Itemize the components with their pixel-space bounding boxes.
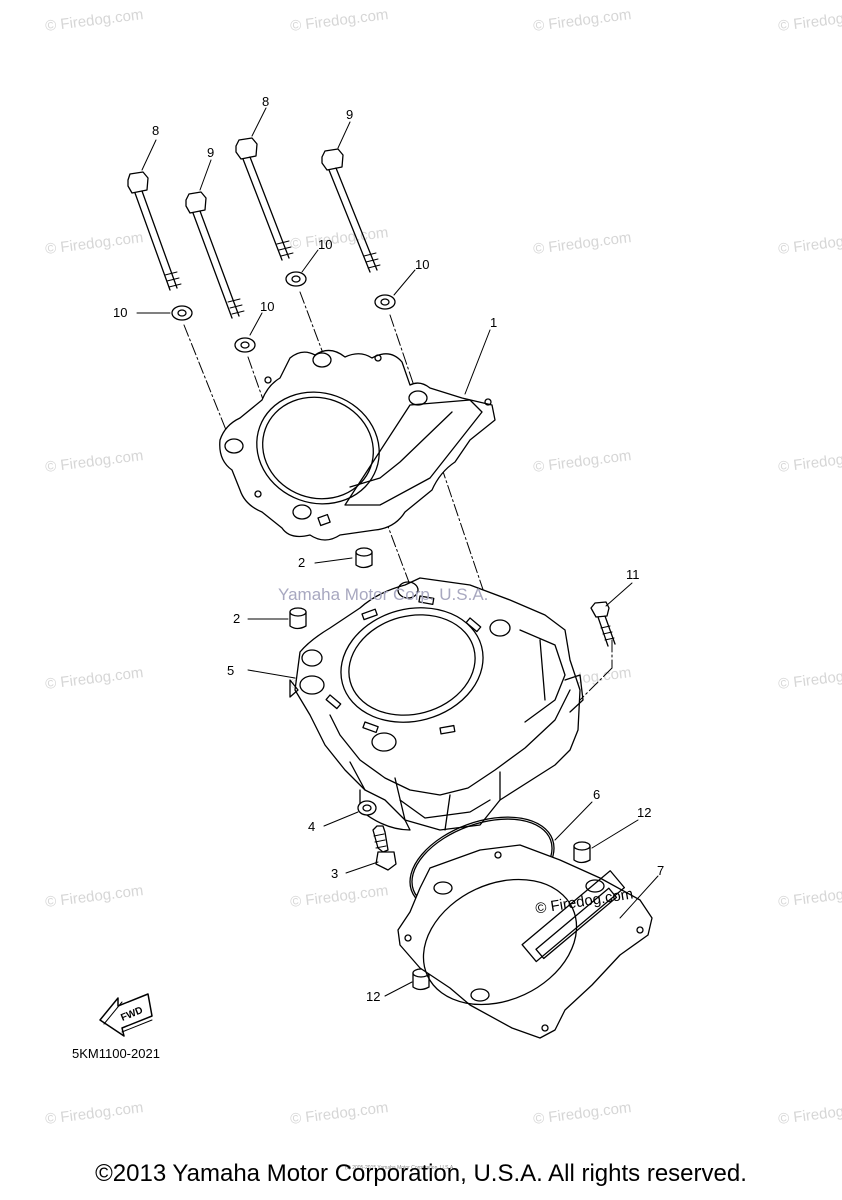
part-label-1: 1 bbox=[490, 315, 498, 330]
part-label-6: 6 bbox=[593, 787, 601, 802]
washer-10-c bbox=[285, 271, 307, 287]
dowel-pin-12-upper bbox=[573, 841, 591, 864]
dowel-pin-12-lower bbox=[412, 968, 430, 991]
part-label-10: 10 bbox=[113, 305, 128, 320]
dowel-pin-2-lower bbox=[289, 607, 307, 630]
part-label-2: 2 bbox=[233, 611, 241, 626]
part-label-10: 10 bbox=[415, 257, 430, 272]
cylinder-head-gasket bbox=[219, 349, 496, 541]
leader-lines bbox=[136, 107, 659, 997]
bolt-9-right bbox=[321, 148, 381, 273]
part-label-3: 3 bbox=[331, 866, 339, 881]
part-label-11: 11 bbox=[626, 567, 640, 582]
bolt-9-left bbox=[185, 191, 245, 319]
part-label-4: 4 bbox=[308, 819, 316, 834]
part-label-12: 12 bbox=[637, 805, 652, 820]
copyright-footer: ©2013 Yamaha Motor Corporation, U.S.A. A… bbox=[95, 1160, 747, 1187]
washer-10-b bbox=[234, 337, 256, 353]
part-label-9: 9 bbox=[207, 145, 215, 160]
bolt-8-right bbox=[235, 137, 294, 261]
part-label-10: 10 bbox=[318, 237, 333, 252]
part-label-2: 2 bbox=[298, 555, 306, 570]
tiny-notice: (c) 2005-2015 Yamaha Motor Corporation, … bbox=[345, 1165, 455, 1171]
washer-4 bbox=[357, 800, 377, 816]
dowel-pin-2-upper bbox=[355, 547, 373, 569]
part-label-8: 8 bbox=[262, 94, 270, 109]
part-label-9: 9 bbox=[346, 107, 354, 122]
washer-10-d bbox=[374, 294, 396, 310]
cylinder-base-gasket bbox=[397, 844, 653, 1039]
cylinder-block bbox=[289, 577, 584, 831]
washer-10-a bbox=[171, 305, 193, 321]
center-watermark: Yamaha Motor Corp. U.S.A. bbox=[278, 585, 489, 604]
bolt-8-left bbox=[127, 171, 182, 291]
part-label-8: 8 bbox=[152, 123, 160, 138]
diagram-code: 5KM1100-2021 bbox=[72, 1046, 160, 1061]
bolt-3 bbox=[372, 825, 397, 871]
part-label-7: 7 bbox=[657, 863, 665, 878]
part-label-5: 5 bbox=[227, 663, 235, 678]
part-label-12: 12 bbox=[366, 989, 381, 1004]
fwd-arrow-icon bbox=[99, 993, 153, 1037]
part-label-10: 10 bbox=[260, 299, 275, 314]
bolt-11 bbox=[590, 601, 616, 647]
